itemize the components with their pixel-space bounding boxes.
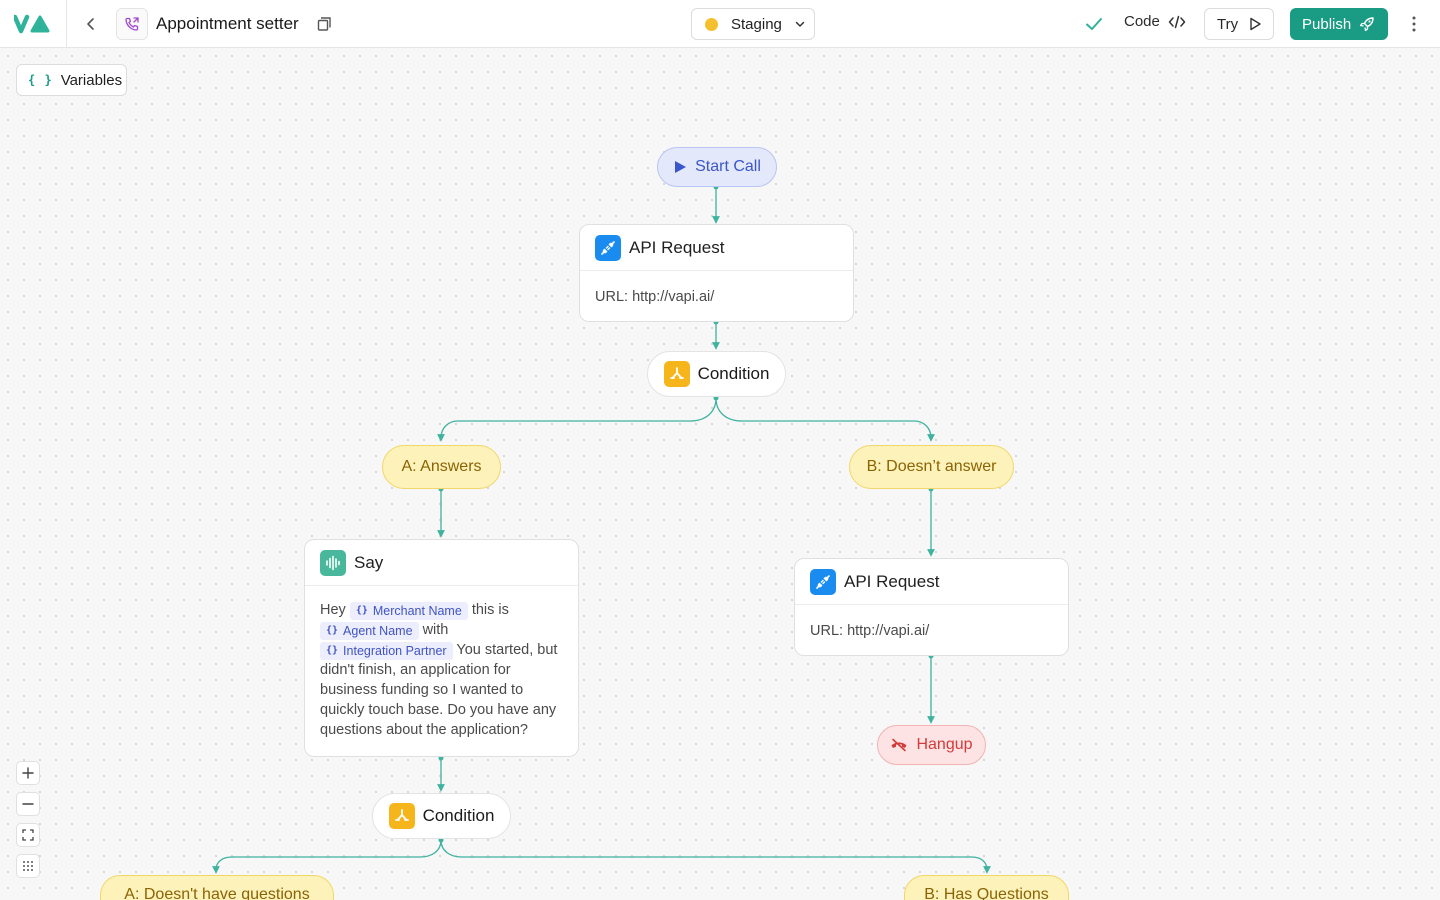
- api-request-node[interactable]: API Request URL: http://vapi.ai/: [579, 224, 854, 322]
- branch-label: A: Doesn't have questions: [124, 886, 310, 900]
- code-button[interactable]: Code: [1124, 13, 1186, 30]
- variable-name: Integration Partner: [343, 644, 447, 658]
- api-request-icon: [810, 568, 836, 595]
- branch-answers-node[interactable]: A: Answers: [382, 445, 501, 489]
- minus-icon: [22, 803, 34, 805]
- start-call-node[interactable]: Start Call: [657, 147, 777, 187]
- condition-icon: [388, 803, 415, 829]
- publish-label: Publish: [1302, 15, 1352, 33]
- say-text: with: [422, 622, 449, 638]
- start-call-label: Start Call: [695, 158, 761, 175]
- condition-label: Condition: [697, 364, 770, 383]
- code-label: Code: [1124, 13, 1160, 30]
- fit-view-icon: [22, 829, 34, 841]
- variable-chip-merchant-name[interactable]: {}Merchant Name: [349, 602, 468, 620]
- back-button[interactable]: [79, 12, 103, 36]
- branch-no-questions-node[interactable]: A: Doesn't have questions: [100, 875, 334, 900]
- page-title: Appointment setter: [156, 13, 299, 33]
- say-message: Hey {}Merchant Name this is {}Agent Name…: [305, 586, 578, 756]
- say-node[interactable]: Say Hey {}Merchant Name this is {}Agent …: [304, 539, 579, 757]
- hangup-node[interactable]: Hangup: [877, 725, 986, 765]
- node-header: API Request: [795, 559, 1068, 605]
- branch-label: B: Has Questions: [924, 886, 1049, 900]
- zoom-in-button[interactable]: [16, 761, 40, 785]
- api-request-node[interactable]: API Request URL: http://vapi.ai/: [794, 558, 1069, 656]
- say-text: You started, but didn't finish, an appli…: [320, 642, 558, 738]
- phone-hangup-icon: [891, 738, 907, 752]
- condition-node[interactable]: Condition: [372, 793, 511, 839]
- variables-label: Variables: [60, 71, 123, 89]
- environment-select[interactable]: Staging: [691, 8, 815, 40]
- chevron-left-icon: [87, 17, 94, 30]
- zoom-out-button[interactable]: [16, 792, 40, 816]
- variable-chip-integration-partner[interactable]: {}Integration Partner: [320, 642, 453, 660]
- more-vertical-icon[interactable]: [1406, 14, 1422, 34]
- try-label: Try: [1217, 15, 1239, 33]
- variable-name: Agent Name: [343, 624, 413, 638]
- say-text: this is: [471, 602, 509, 618]
- node-title: API Request: [629, 237, 725, 257]
- play-icon: [675, 161, 687, 173]
- publish-button[interactable]: Publish: [1290, 8, 1388, 40]
- top-bar: Appointment setter Staging Code Try Publ…: [0, 0, 1440, 48]
- api-request-icon: [595, 234, 621, 261]
- audio-waveform-icon: [320, 549, 346, 576]
- chevron-down-icon: [794, 18, 806, 30]
- grid-dots-icon: [23, 861, 33, 871]
- environment-label: Staging: [731, 15, 782, 33]
- variable-chip-agent-name[interactable]: {}Agent Name: [320, 622, 419, 640]
- braces-icon: { }: [28, 73, 53, 87]
- condition-label: Condition: [422, 806, 495, 825]
- vapi-logo[interactable]: [0, 0, 67, 48]
- phone-icon: [116, 7, 148, 40]
- branch-label: B: Doesn’t answer: [866, 458, 997, 475]
- hangup-label: Hangup: [916, 736, 973, 753]
- node-header: API Request: [580, 225, 853, 271]
- fit-view-button[interactable]: [16, 823, 40, 847]
- variable-name: Merchant Name: [372, 604, 462, 618]
- grid-toggle-button[interactable]: [16, 854, 40, 878]
- code-icon: [1168, 15, 1186, 28]
- branch-label: A: Answers: [401, 458, 482, 475]
- variables-button[interactable]: { } Variables: [16, 64, 127, 96]
- node-url: URL: http://vapi.ai/: [810, 623, 930, 639]
- node-title: API Request: [844, 571, 940, 591]
- copy-button[interactable]: [313, 13, 335, 35]
- plus-icon: [22, 767, 34, 779]
- branch-has-questions-node[interactable]: B: Has Questions: [904, 875, 1069, 900]
- node-header: Say: [305, 540, 578, 586]
- branch-doesnt-answer-node[interactable]: B: Doesn’t answer: [849, 445, 1014, 489]
- node-url: URL: http://vapi.ai/: [595, 289, 715, 305]
- play-icon: [1250, 17, 1261, 31]
- rocket-icon: [1360, 17, 1374, 32]
- try-button[interactable]: Try: [1204, 8, 1274, 40]
- status-dot: [705, 17, 718, 31]
- condition-node[interactable]: Condition: [647, 351, 786, 397]
- copy-icon: [317, 16, 331, 31]
- condition-icon: [663, 361, 690, 387]
- node-title: Say: [354, 552, 384, 572]
- check-icon: [1084, 14, 1104, 39]
- say-text: Hey: [320, 602, 346, 618]
